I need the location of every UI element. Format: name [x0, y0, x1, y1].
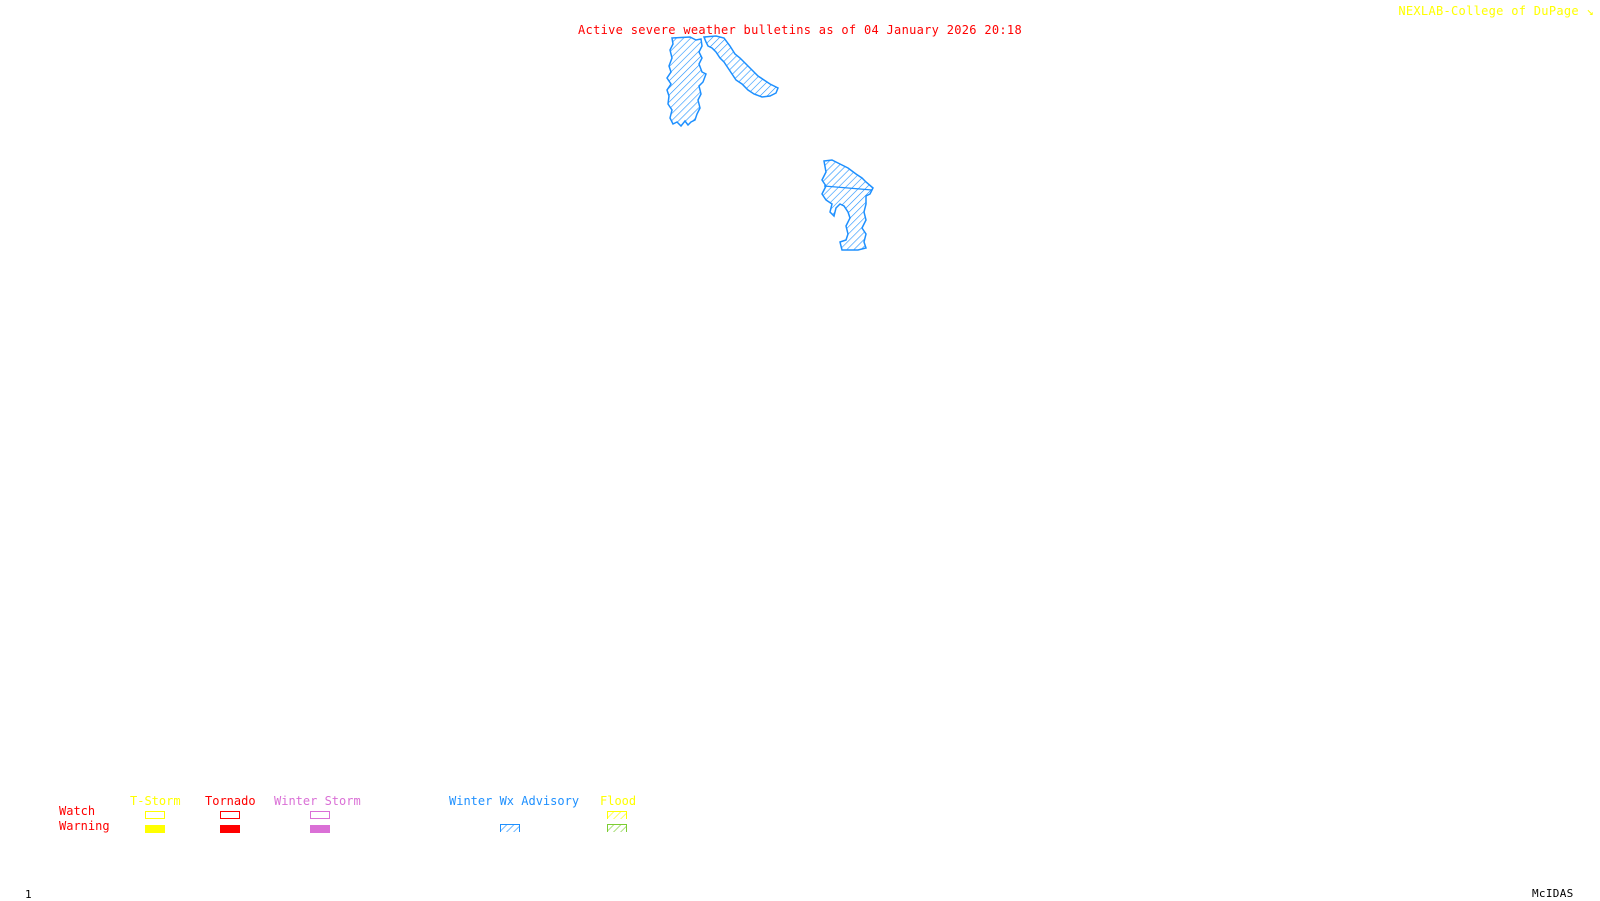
- map-title: Active severe weather bulletins as of 04…: [578, 23, 1022, 37]
- legend-header-tstorm: T-Storm: [130, 794, 181, 808]
- legend-header-flood: Flood: [600, 794, 637, 808]
- advisory-area: [821, 159, 874, 251]
- tornado-warning-swatch: [220, 825, 240, 833]
- legend-header-winter-storm: Winter Storm: [274, 794, 361, 808]
- credit-label: NEXLAB-College of DuPage ↘: [1398, 5, 1594, 17]
- advisory-area-divider: [823, 185, 873, 191]
- legend-row-watch: Watch: [59, 804, 96, 818]
- software-label: McIDAS: [1532, 887, 1574, 900]
- advisory-area: [702, 35, 779, 98]
- credit-text: NEXLAB-College of DuPage: [1398, 4, 1579, 18]
- legend-header-winter-wx-advisory: Winter Wx Advisory: [449, 794, 580, 808]
- tstorm-watch-swatch: [145, 811, 165, 819]
- advisory-area: [666, 36, 707, 128]
- frame-number: 1: [25, 888, 32, 901]
- winter-storm-watch-swatch: [310, 811, 330, 819]
- flood-warning-swatch: [607, 824, 627, 832]
- flood-watch-swatch: [607, 811, 627, 819]
- legend-row-warning: Warning: [59, 819, 110, 833]
- tstorm-warning-swatch: [145, 825, 165, 833]
- winter-storm-warning-swatch: [310, 825, 330, 833]
- winter-wx-advisory-swatch: [500, 824, 520, 832]
- tornado-watch-swatch: [220, 811, 240, 819]
- nexlab-logo-icon: ↘: [1586, 4, 1594, 18]
- legend-header-tornado: Tornado: [205, 794, 256, 808]
